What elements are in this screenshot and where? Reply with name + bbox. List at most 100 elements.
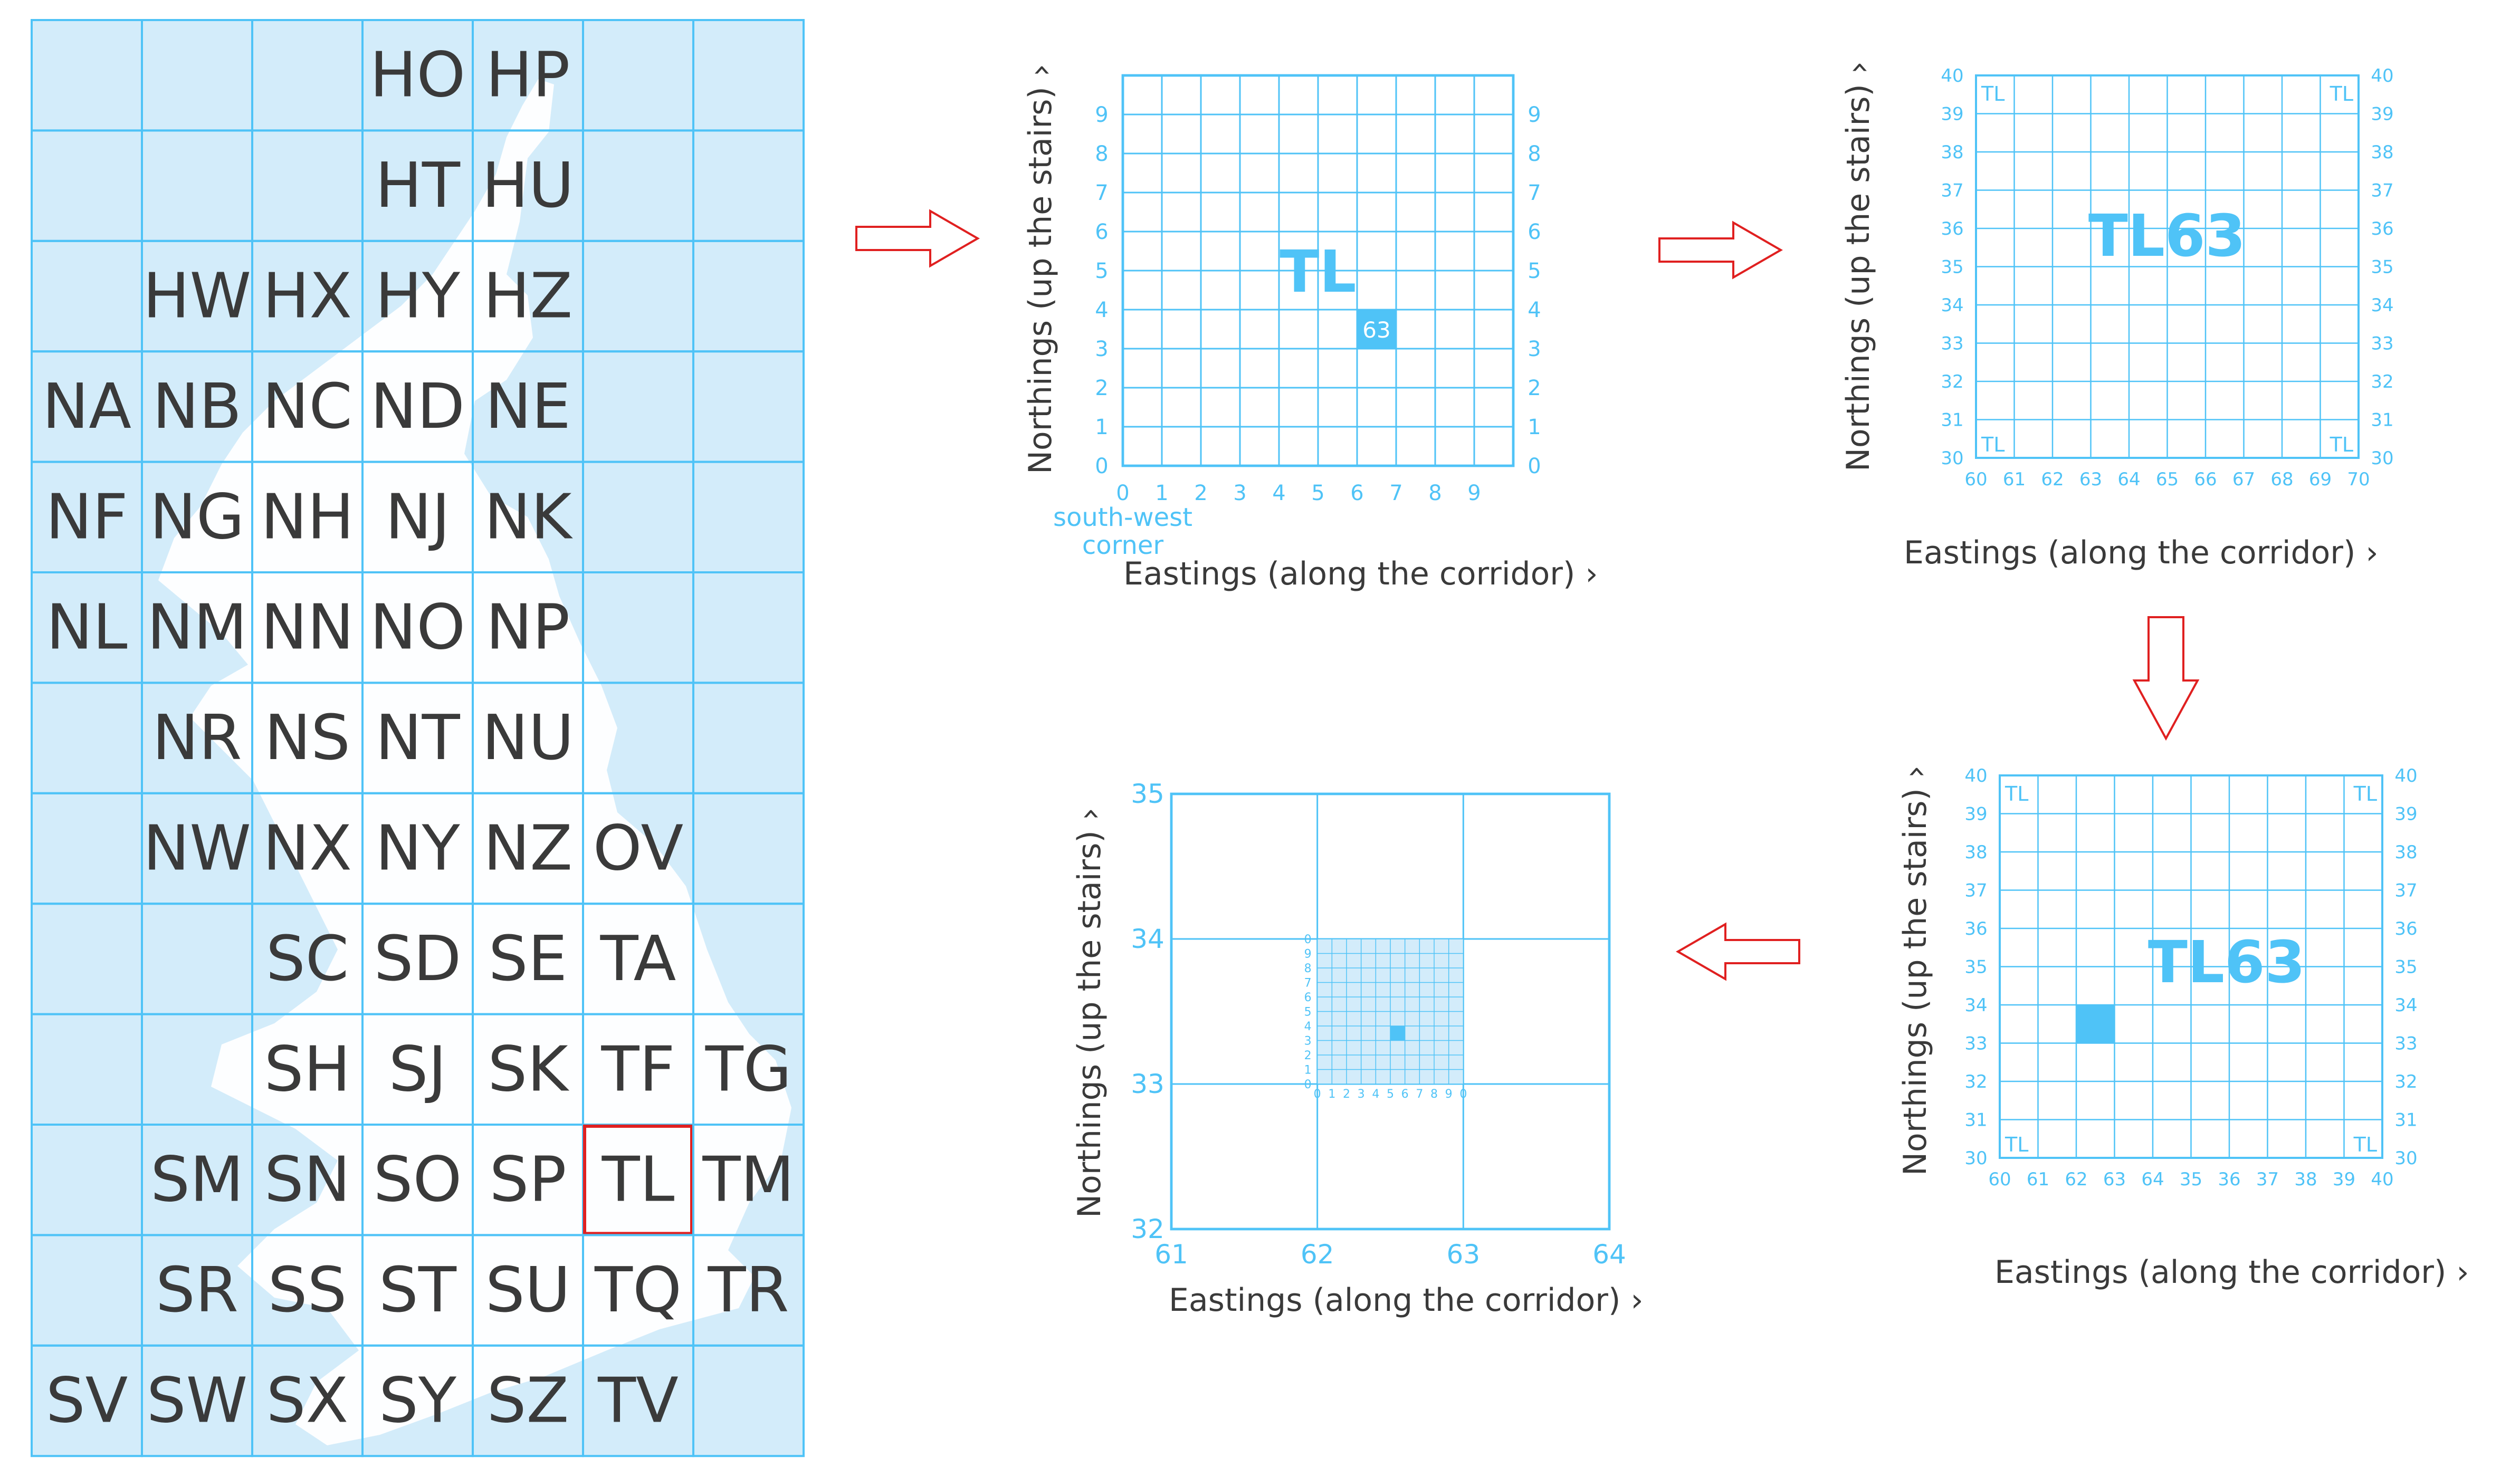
p2-y-tick-left: 37 <box>1941 180 1963 202</box>
grid-square-label-tg: TG <box>705 1032 792 1105</box>
grid-square-label-sv: SV <box>46 1364 128 1437</box>
p1-y-tick-right: 4 <box>1528 298 1541 322</box>
p1-square-label: TL <box>1280 238 1356 305</box>
p3-y-tick-right: 36 <box>2394 918 2417 939</box>
p3-x-tick: 62 <box>2065 1169 2087 1190</box>
p4-fine-x-tick: 0 <box>1314 1088 1321 1101</box>
p2-x-tick: 70 <box>2347 469 2370 490</box>
p1-y-tick-left: 7 <box>1095 181 1108 205</box>
p3-square-label: TL63 <box>2148 928 2305 996</box>
p4-fine-x-tick: 3 <box>1358 1088 1365 1101</box>
p2-x-tick: 63 <box>2079 469 2102 490</box>
p2-x-tick: 65 <box>2156 469 2179 490</box>
p4-highlight-cell <box>1390 1026 1405 1041</box>
grid-square-label-ng: NG <box>150 480 245 553</box>
p2-x-tick: 60 <box>1964 469 1987 490</box>
grid-square-label-ho: HO <box>370 39 466 111</box>
p2-ylabel: Northings (up the stairs) › <box>1840 61 1877 472</box>
p3-highlight-cell <box>2076 1005 2115 1043</box>
grid-square-label-st: ST <box>379 1253 457 1326</box>
p3-y-tick-left: 39 <box>1964 804 1987 825</box>
grid-square-label-nh: NH <box>261 480 354 553</box>
p1-xlabel: Eastings (along the corridor) › <box>1123 555 1598 592</box>
p1-y-tick-left: 2 <box>1095 376 1108 400</box>
p3-y-tick-left: 38 <box>1964 842 1987 863</box>
grid-square-label-tf: TF <box>601 1032 675 1105</box>
p3-y-tick-right: 38 <box>2394 842 2417 863</box>
p2-x-tick: 69 <box>2309 469 2332 490</box>
p2-y-tick-right: 35 <box>2371 257 2393 278</box>
p1-x-tick: 5 <box>1311 481 1324 505</box>
p2-y-tick-right: 36 <box>2371 218 2393 239</box>
p1-y-tick-left: 4 <box>1095 298 1108 322</box>
grid-square-label-nu: NU <box>482 701 574 774</box>
grid-square-label-sc: SC <box>266 922 349 995</box>
p1-y-tick-left: 3 <box>1095 337 1108 361</box>
p2-x-tick: 68 <box>2270 469 2293 490</box>
p3-y-tick-right: 35 <box>2394 957 2417 978</box>
p1-y-tick-right: 3 <box>1528 337 1541 361</box>
grid-square-label-hw: HW <box>143 260 251 332</box>
grid-square-label-su: SU <box>485 1253 570 1326</box>
p4-fine-x-tick: 6 <box>1401 1088 1409 1101</box>
p4-xlabel: Eastings (along the corridor) › <box>1169 1282 1643 1319</box>
p2-x-tick: 67 <box>2232 469 2255 490</box>
grid-square-label-ta: TA <box>600 922 676 995</box>
p1-y-tick-left: 0 <box>1095 454 1108 478</box>
grid-square-label-na: NA <box>42 370 131 443</box>
grid-square-label-np: NP <box>486 591 570 664</box>
p2-y-tick-left: 31 <box>1941 410 1963 431</box>
grid-square-label-ov: OV <box>593 812 684 885</box>
p4-x-tick: 62 <box>1301 1239 1334 1270</box>
grid-square-label-tl: TL <box>602 1143 675 1216</box>
p4-y-tick: 32 <box>1131 1214 1164 1244</box>
grid-square-label-se: SE <box>489 922 567 995</box>
grid-square-label-hx: HX <box>263 260 352 332</box>
p4-fine-x-tick: 0 <box>1459 1088 1467 1101</box>
p1-y-tick-right: 0 <box>1528 454 1541 478</box>
grid-square-label-nk: NK <box>484 480 573 553</box>
grid-square-label-nj: NJ <box>385 480 450 553</box>
p2-y-tick-right: 30 <box>2371 448 2393 469</box>
p1-corner-note-2: corner <box>1082 531 1164 560</box>
grid-square-label-sp: SP <box>489 1143 566 1216</box>
p1-ylabel: Northings (up the stairs) › <box>1022 64 1059 474</box>
p3-x-tick: 39 <box>2333 1169 2355 1190</box>
grid-square-label-nr: NR <box>152 701 242 774</box>
arrow-down <box>2132 616 2200 741</box>
p2-square-label: TL63 <box>2088 202 2246 270</box>
grid-square-label-hu: HU <box>482 149 574 222</box>
p2-y-tick-left: 39 <box>1941 104 1963 125</box>
grid-square-label-sh: SH <box>264 1032 351 1105</box>
p2-y-tick-right: 40 <box>2371 65 2393 87</box>
grid-square-label-nt: NT <box>375 701 460 774</box>
p4-fine-y-tick: 1 <box>1304 1064 1312 1077</box>
p1-x-tick: 8 <box>1428 481 1442 505</box>
p3-y-tick-left: 30 <box>1964 1148 1987 1169</box>
p2-y-tick-right: 38 <box>2371 142 2393 163</box>
grid-square-label-nb: NB <box>152 370 242 443</box>
grid-square-label-hy: HY <box>375 260 461 332</box>
grid-square-label-nm: NM <box>147 591 247 664</box>
grid-square-label-sy: SY <box>379 1364 457 1437</box>
p4-fine-x-tick: 5 <box>1387 1088 1394 1101</box>
p2-y-tick-left: 36 <box>1941 218 1963 239</box>
p1-y-tick-left: 5 <box>1095 259 1108 283</box>
p2-y-tick-left: 38 <box>1941 142 1963 163</box>
p3-y-tick-left: 40 <box>1964 765 1987 787</box>
p4-fine-y-tick: 0 <box>1304 933 1312 946</box>
selected-square-outline <box>583 1125 693 1235</box>
p1-x-tick: 1 <box>1155 481 1168 505</box>
p4-fine-y-tick: 8 <box>1304 962 1312 975</box>
p1-x-tick: 3 <box>1233 481 1246 505</box>
p4-fine-y-tick: 4 <box>1304 1020 1312 1033</box>
grid-square-label-sr: SR <box>156 1253 238 1326</box>
p3-x-tick: 64 <box>2141 1169 2164 1190</box>
p1-highlight-label: 63 <box>1362 317 1390 343</box>
grid-square-label-ns: NS <box>264 701 350 774</box>
